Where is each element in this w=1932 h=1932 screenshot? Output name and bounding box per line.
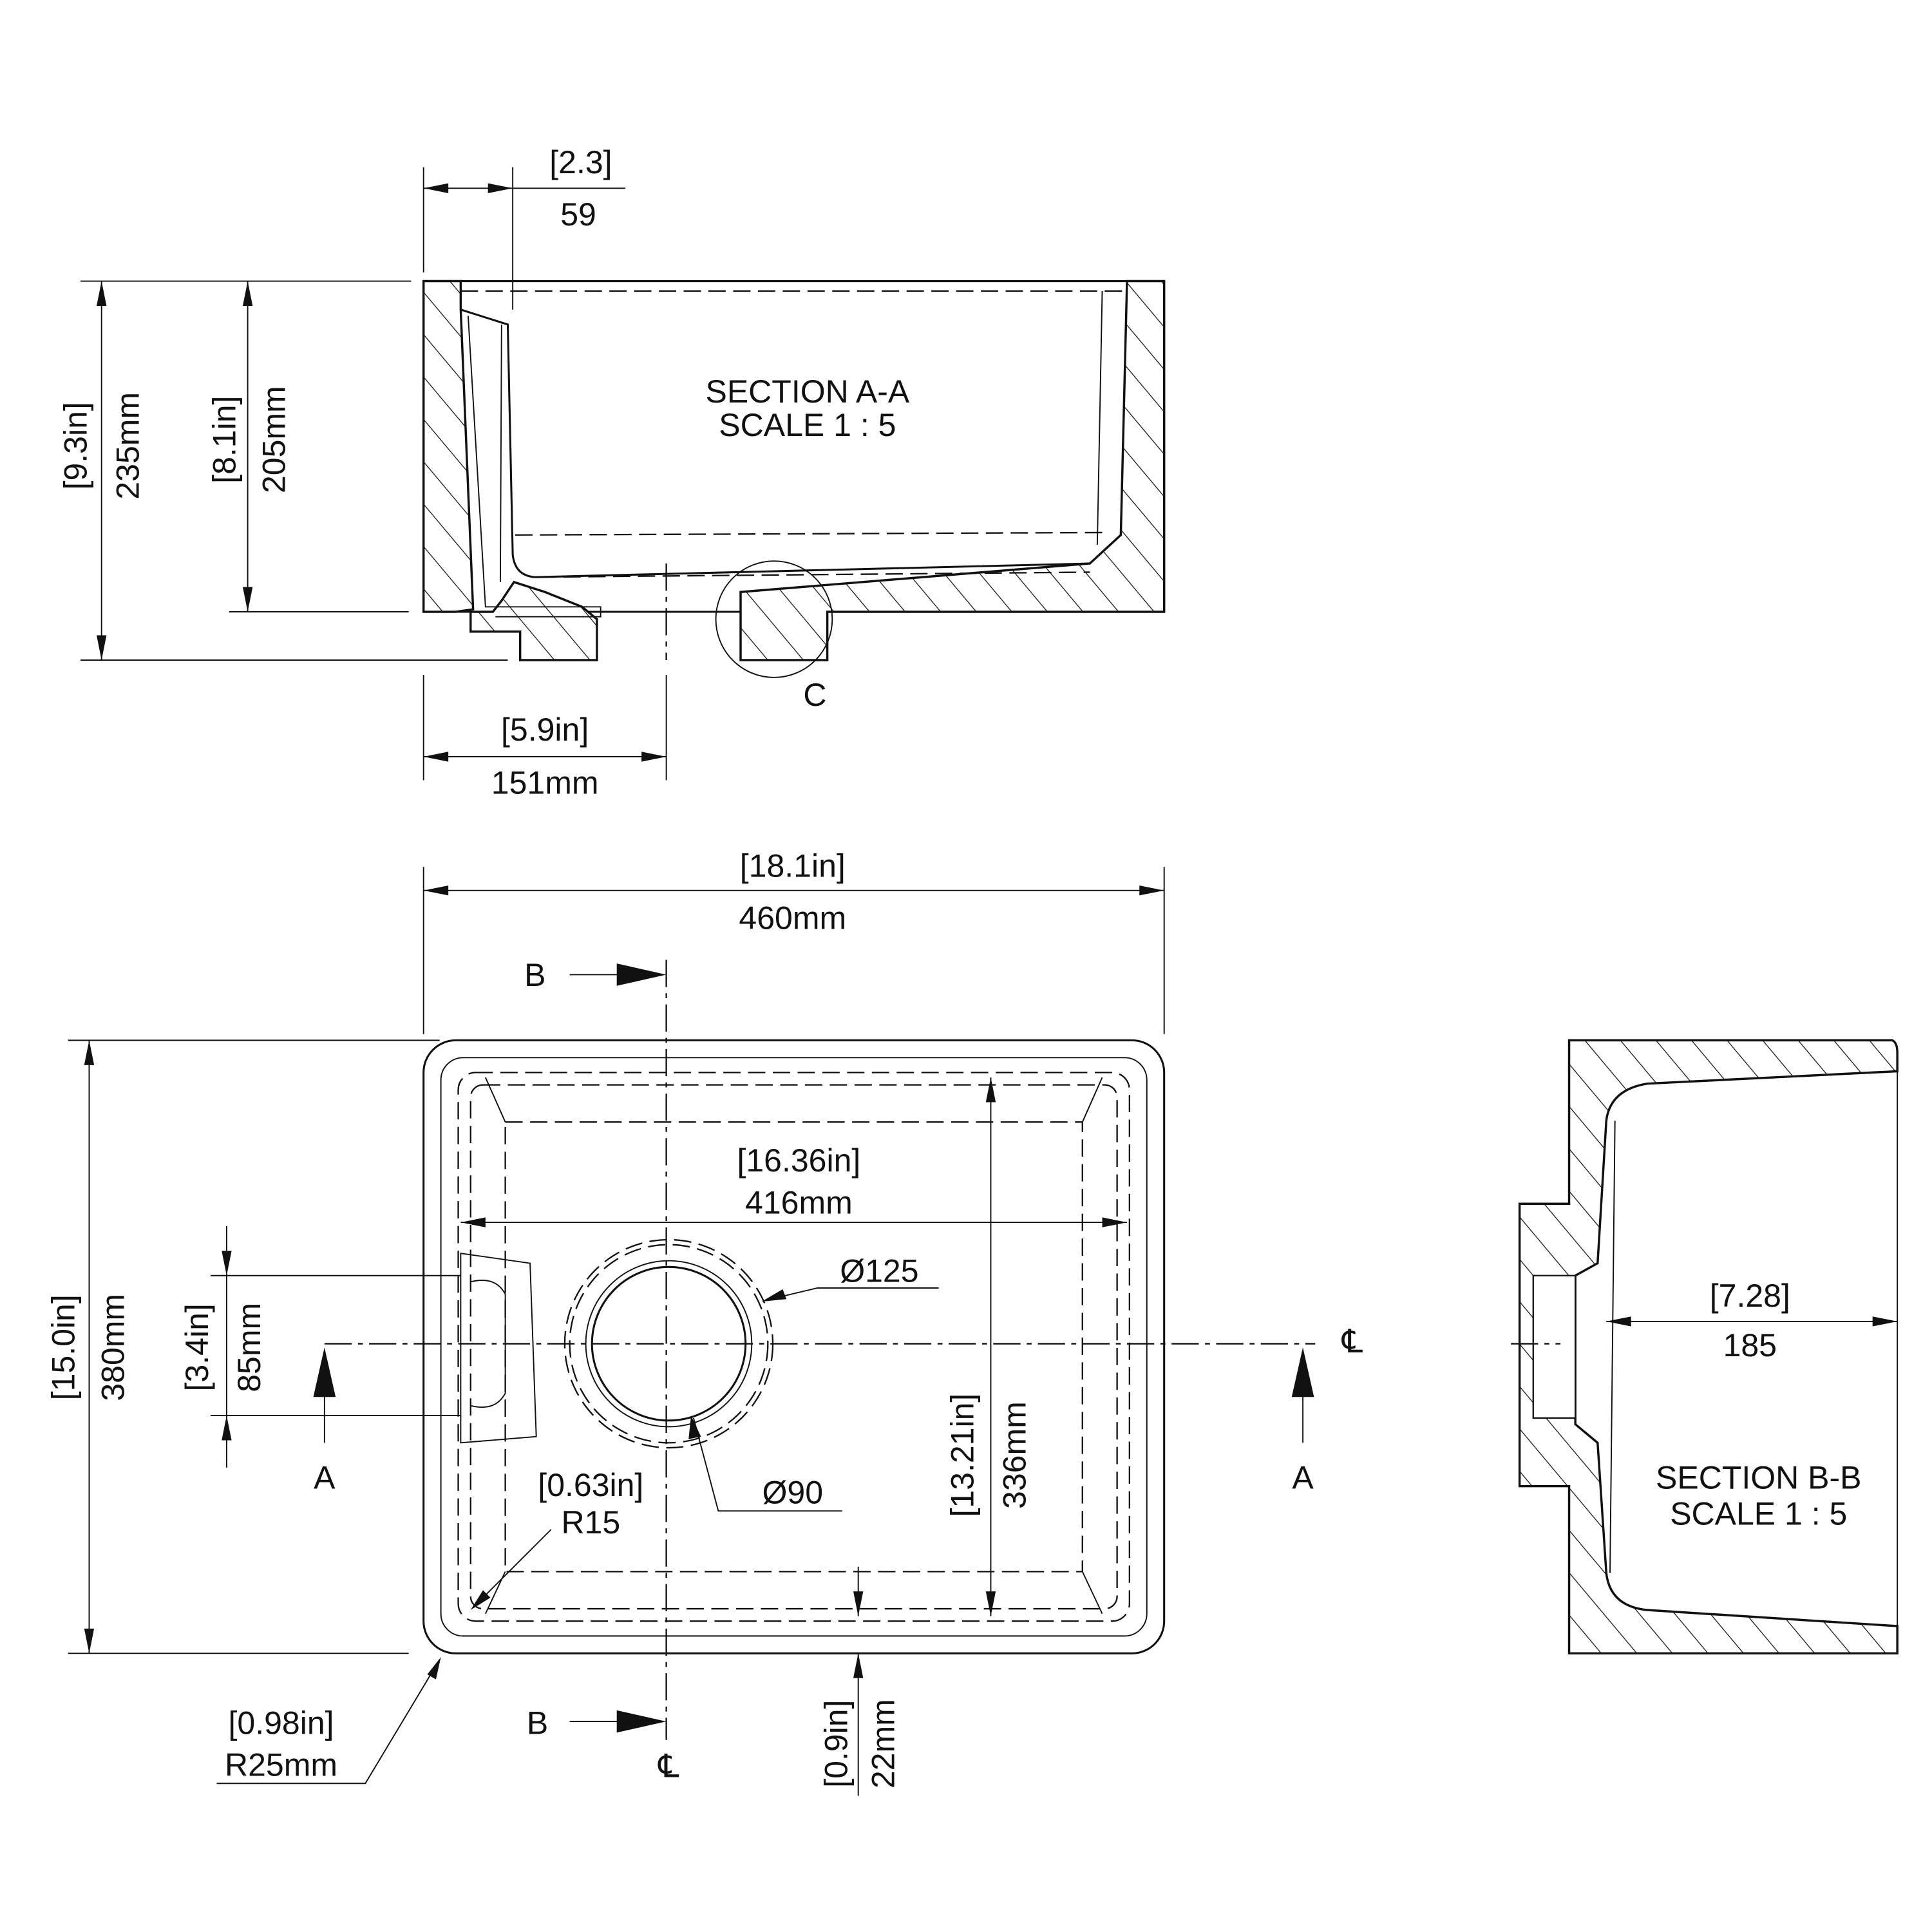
dim-85-mm: 85mm xyxy=(231,1303,267,1392)
detail-c-label: C xyxy=(803,677,826,713)
dim-235-mm: 235mm xyxy=(109,392,146,500)
dia-125-label: Ø125 xyxy=(840,1253,918,1289)
section-a-label-right: A xyxy=(1292,1460,1314,1496)
dim-151-mm: 151mm xyxy=(491,765,599,801)
dim-22 xyxy=(853,1566,864,1796)
dim-185-in: [7.28] xyxy=(1710,1278,1790,1314)
drain-flange-hatch xyxy=(469,580,598,661)
section-a-a-title: SECTION A-A xyxy=(705,374,909,410)
dim-151 xyxy=(422,675,667,781)
dim-460 xyxy=(422,867,1165,1034)
dim-416-mm: 416mm xyxy=(745,1185,853,1221)
section-b-b-scale: SCALE 1 : 5 xyxy=(1670,1495,1847,1531)
section-b-b-title: SECTION B-B xyxy=(1656,1460,1861,1496)
detail-c-circle xyxy=(715,560,833,678)
dim-205-mm: 205mm xyxy=(256,386,292,493)
dim-336 xyxy=(985,1077,996,1616)
dim-59-in: [2.3] xyxy=(549,144,612,180)
dim-380 xyxy=(68,1039,440,1654)
section-a-a-view xyxy=(422,279,1166,678)
dim-185 xyxy=(1606,1316,1898,1327)
section-b-label-bottom: B xyxy=(527,1705,548,1741)
dim-151-in: [5.9in] xyxy=(501,712,589,748)
section-b-label-top: B xyxy=(524,957,545,993)
dim-235-in: [9.3in] xyxy=(58,402,94,489)
section-b-arrows xyxy=(313,963,1314,1733)
dim-460-mm: 460mm xyxy=(739,900,846,936)
dim-59-mm: 59 xyxy=(560,196,596,232)
r25-in: [0.98in] xyxy=(229,1705,334,1741)
radius-leaders xyxy=(216,1529,552,1785)
dim-235 xyxy=(80,280,508,661)
dia-90-label: Ø90 xyxy=(762,1475,824,1511)
dim-185-mm: 185 xyxy=(1723,1327,1777,1363)
right-wall-floor-hatch xyxy=(739,279,1166,661)
dim-416 xyxy=(460,1217,1127,1227)
dim-460-in: [18.1in] xyxy=(740,848,846,884)
dim-336-in: [13.21in] xyxy=(945,1394,981,1517)
diameter-leaders xyxy=(688,1287,939,1512)
section-b-b-hatch xyxy=(1518,1039,1899,1655)
section-a-a-scale: SCALE 1 : 5 xyxy=(719,407,896,443)
centerline-label-bottom: ℄ xyxy=(657,1748,679,1785)
dim-205-in: [8.1in] xyxy=(206,396,242,484)
dim-22-mm: 22mm xyxy=(865,1699,901,1788)
r15-mm: R15 xyxy=(561,1504,620,1540)
dim-22-in: [0.9in] xyxy=(818,1700,854,1788)
dim-59 xyxy=(422,167,626,310)
plan-view xyxy=(324,960,1316,1740)
dim-380-mm: 380mm xyxy=(95,1294,131,1401)
centerline-label-right: ℄ xyxy=(1341,1323,1363,1359)
r25-mm: R25mm xyxy=(225,1747,337,1783)
r15-in: [0.63in] xyxy=(538,1467,643,1503)
dim-85-in: [3.4in] xyxy=(179,1303,215,1391)
dim-416-in: [16.36in] xyxy=(737,1142,860,1179)
section-a-label-left: A xyxy=(314,1460,336,1496)
dim-85 xyxy=(210,1226,461,1468)
dim-336-mm: 336mm xyxy=(996,1401,1032,1509)
dim-380-in: [15.0in] xyxy=(45,1294,81,1400)
section-b-b-view xyxy=(1511,1039,1899,1655)
left-wall-hatch xyxy=(422,279,475,613)
